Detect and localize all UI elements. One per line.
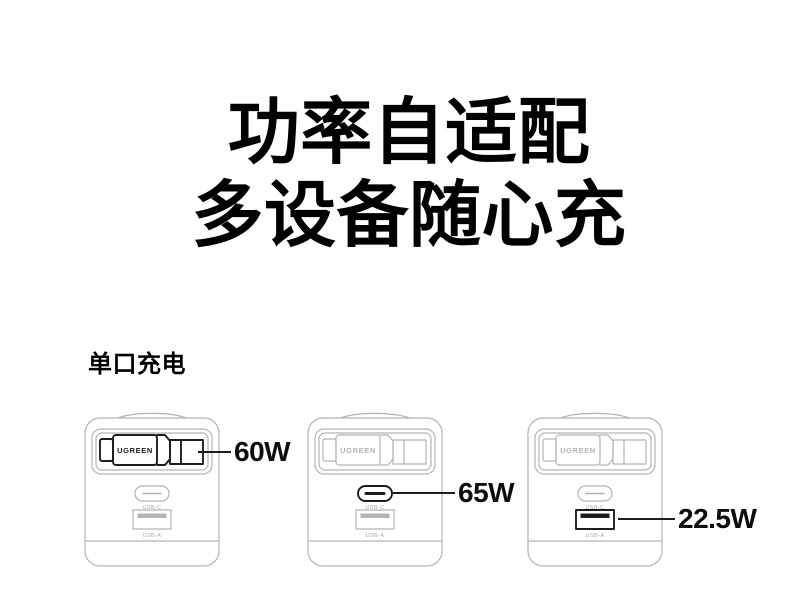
usb-c-port-label: USB-C: [585, 505, 604, 511]
usb-c-port-label: USB-C: [365, 505, 384, 511]
usb-c-port: USB-C: [357, 485, 393, 511]
usb-c-outline: [134, 485, 170, 502]
charger-illustration-2: UGREEN USB-C USB-A 65W: [300, 406, 515, 576]
cable-recess: [314, 428, 436, 475]
charger-top-arc: [557, 412, 633, 420]
usb-c-port-label: USB-C: [142, 505, 161, 511]
power-callout: 60W: [198, 436, 291, 468]
usb-a-port-label: USB-A: [143, 533, 162, 539]
brand-label: UGREEN: [560, 446, 596, 455]
usb-a-pin: [360, 513, 390, 518]
charger-body: [84, 417, 220, 567]
power-label: 60W: [234, 436, 291, 467]
brand-label: UGREEN: [117, 446, 153, 455]
charger-top-arc: [337, 412, 413, 420]
usb-c-outline: [357, 485, 393, 502]
usb-a-outline: [132, 509, 172, 530]
usb-a-port-label: USB-A: [366, 533, 385, 539]
usb-a-pin: [137, 513, 167, 518]
charger-drawing: UGREEN USB-C USB-A: [84, 412, 220, 567]
recess-outer: [534, 428, 656, 475]
charger-drawing: UGREEN USB-C USB-A: [527, 412, 663, 567]
recess-outer: [314, 428, 436, 475]
cable-connector-body: [112, 434, 158, 466]
usb-a-port: USB-A: [132, 509, 172, 539]
retractable-cable: UGREEN: [542, 434, 647, 466]
usb-a-port-label: USB-A: [586, 533, 605, 539]
cable-tail: [392, 439, 427, 465]
usb-a-port: USB-A: [355, 509, 395, 539]
cable-tail: [612, 439, 647, 465]
headline-line-1: 功率自适配: [227, 93, 591, 173]
callout-line: [618, 517, 675, 521]
usb-c-outline: [577, 485, 613, 502]
power-label: 65W: [458, 477, 515, 508]
charger-top-arc: [114, 412, 190, 420]
usb-c-port: USB-C: [134, 485, 170, 511]
callout-line: [198, 450, 231, 454]
cable-recess: [534, 428, 656, 475]
recess-inner: [318, 432, 432, 471]
section-label: 单口充电: [88, 351, 186, 378]
callout-line: [393, 491, 455, 495]
usb-c-port: USB-C: [577, 485, 613, 511]
headline: 功率自适配 多设备随心充: [14, 92, 790, 258]
cable-connector-body: [335, 434, 381, 466]
usb-a-pin: [580, 513, 610, 518]
cable-connector-body: [555, 434, 601, 466]
charger-body: [527, 417, 663, 567]
headline-line-2: 多设备随心充: [191, 176, 627, 256]
usb-a-port: USB-A: [575, 509, 615, 539]
usb-a-outline: [575, 509, 615, 530]
charger-illustration-3: UGREEN USB-C USB-A 22.5W: [520, 406, 757, 576]
usb-a-outline: [355, 509, 395, 530]
retractable-cable: UGREEN: [322, 434, 427, 466]
brand-label: UGREEN: [340, 446, 376, 455]
charger-illustration-1: UGREEN USB-C USB-A 60W: [77, 406, 291, 576]
power-callout: 22.5W: [618, 503, 757, 535]
retractable-cable: UGREEN: [99, 434, 204, 466]
power-label: 22.5W: [678, 503, 757, 534]
recess-inner: [538, 432, 652, 471]
power-callout: 65W: [393, 477, 515, 509]
